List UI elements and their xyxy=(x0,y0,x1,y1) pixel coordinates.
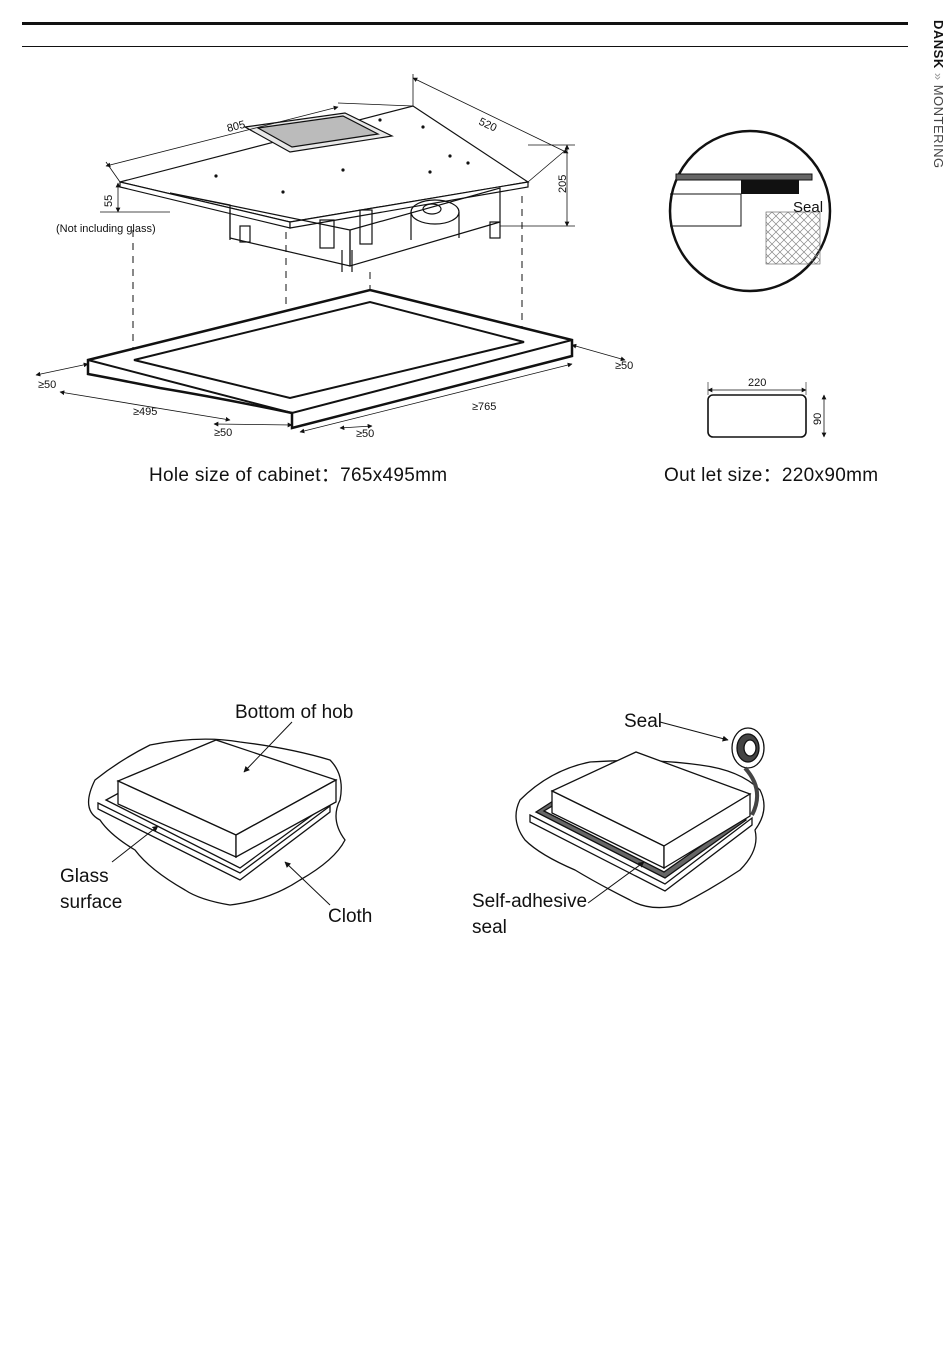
bottom-of-hob-label: Bottom of hob xyxy=(235,702,353,723)
hole-depth-label: ≥495 xyxy=(133,406,157,418)
clearance-front-right-label: ≥50 xyxy=(356,428,374,440)
not-including-glass-note: (Not including glass) xyxy=(56,223,156,235)
dim-depth-label: 520 xyxy=(477,116,499,135)
hob-on-cloth-drawing xyxy=(89,739,345,905)
hole-width-label: ≥765 xyxy=(472,401,496,413)
glass-surface-label-line1: Glass xyxy=(60,866,109,887)
hob-drawing xyxy=(120,106,528,272)
outlet-height-label: 90 xyxy=(812,413,824,425)
dim-width-label: 805 xyxy=(226,119,247,135)
outlet-width-label: 220 xyxy=(748,377,766,389)
glass-surface-label-line2: surface xyxy=(60,892,122,913)
dim-glass-offset-label: 55 xyxy=(103,195,115,207)
cloth-label: Cloth xyxy=(328,906,372,927)
hole-size-caption: Hole size of cabinet：765x495mm xyxy=(149,460,447,487)
self-adhesive-seal-label-line2: seal xyxy=(472,917,507,938)
seal-application-drawing xyxy=(516,728,764,908)
dim-height-label: 205 xyxy=(557,175,569,193)
cutout-frame xyxy=(88,290,572,428)
seal-roll-label: Seal xyxy=(624,711,662,732)
self-adhesive-seal-label-line1: Self-adhesive xyxy=(472,891,587,912)
clearance-right-label: ≥50 xyxy=(615,360,633,372)
seal-label: Seal xyxy=(793,199,823,216)
clearance-front-left-label: ≥50 xyxy=(214,427,232,439)
outlet-drawing xyxy=(708,382,824,437)
outlet-size-caption: Out let size：220x90mm xyxy=(664,460,878,487)
clearance-left-label: ≥50 xyxy=(38,379,56,391)
